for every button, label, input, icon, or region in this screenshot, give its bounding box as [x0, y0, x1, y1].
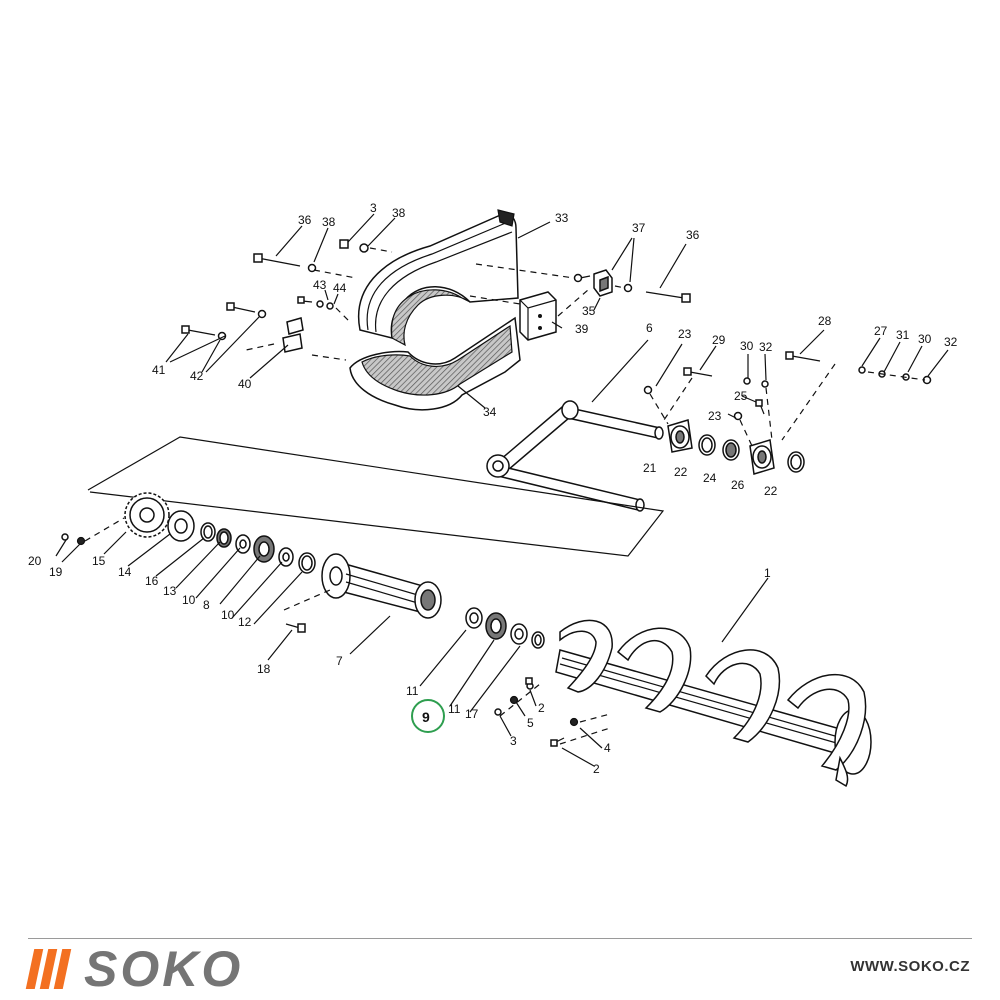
label-31: 31 — [896, 328, 910, 342]
label-38: 38 — [392, 206, 406, 220]
label-10: 10 — [221, 608, 235, 622]
chain-guard-assembly — [165, 209, 691, 411]
ring-24 — [722, 439, 740, 461]
ring-13 — [216, 528, 232, 548]
label-9: 9 — [422, 709, 430, 725]
label-24: 24 — [703, 471, 717, 485]
label-32: 32 — [944, 335, 958, 349]
brand-name: SOKO — [84, 941, 244, 997]
label-30: 30 — [918, 332, 932, 346]
label-29: 29 — [712, 333, 726, 347]
label-18: 18 — [257, 662, 271, 676]
label-16: 16 — [145, 574, 159, 588]
label-2: 2 — [593, 762, 600, 776]
label-39: 39 — [575, 322, 589, 336]
support-frame-assembly — [486, 329, 949, 512]
frame-fasteners — [643, 351, 932, 421]
label-15: 15 — [92, 554, 106, 568]
label-35: 35 — [582, 304, 596, 318]
bearing-ring-22a — [698, 434, 716, 456]
label-17: 17 — [465, 707, 479, 721]
ring-11a — [465, 607, 483, 629]
label-28: 28 — [818, 314, 832, 328]
label-19: 19 — [49, 565, 63, 579]
small-plate — [282, 317, 304, 353]
label-34: 34 — [483, 405, 497, 419]
label-21: 21 — [643, 461, 657, 475]
label-30: 30 — [740, 339, 754, 353]
label-23: 23 — [678, 327, 692, 341]
label-32: 32 — [759, 340, 773, 354]
part-labels: 36 38 3 38 33 37 36 35 39 43 44 41 42 40… — [28, 201, 958, 776]
rubber-block — [519, 291, 557, 341]
bearing-8 — [253, 535, 275, 563]
label-36: 36 — [298, 213, 312, 227]
label-22: 22 — [764, 484, 778, 498]
lower-guard-inner-hatch — [361, 324, 513, 396]
label-8: 8 — [203, 598, 210, 612]
sprocket-15 — [124, 492, 170, 538]
flange-bearing-26 — [749, 439, 775, 475]
bearing-ring-22b — [787, 451, 805, 473]
tube-7 — [321, 553, 442, 619]
label-20: 20 — [28, 554, 42, 568]
label-5: 5 — [527, 716, 534, 730]
ring-17 — [531, 631, 545, 649]
label-1: 1 — [764, 566, 771, 580]
label-11: 11 — [406, 684, 419, 698]
label-14: 14 — [118, 565, 132, 579]
washer-10b — [278, 547, 294, 567]
label-22: 22 — [674, 465, 688, 479]
label-26: 26 — [731, 478, 745, 492]
footer-divider — [28, 938, 972, 939]
brand-logo: SOKO — [25, 941, 244, 997]
label-44: 44 — [333, 281, 347, 295]
highlight-circle — [411, 699, 445, 733]
website-link[interactable]: WWW.SOKO.CZ — [850, 958, 970, 975]
label-36: 36 — [686, 228, 700, 242]
label-43: 43 — [313, 278, 327, 292]
label-27: 27 — [874, 324, 888, 338]
upper-guard-inner-hatch — [390, 289, 471, 347]
label-38: 38 — [322, 215, 336, 229]
label-12: 12 — [238, 615, 252, 629]
label-2: 2 — [538, 701, 545, 715]
label-11: 11 — [448, 702, 461, 716]
auger-screw — [465, 607, 872, 788]
label-3: 3 — [370, 201, 377, 215]
guard-clamp — [593, 269, 613, 297]
ring-12 — [298, 552, 316, 574]
bearing-9 — [485, 612, 507, 640]
ring-11b — [510, 623, 528, 645]
label-23: 23 — [708, 409, 722, 423]
assembly-boundary — [87, 436, 665, 557]
label-7: 7 — [336, 654, 343, 668]
hub-14 — [167, 510, 195, 542]
label-10: 10 — [182, 593, 196, 607]
ring-16 — [200, 522, 216, 542]
shaft-assembly — [61, 492, 442, 633]
label-4: 4 — [604, 741, 611, 755]
label-37: 37 — [632, 221, 646, 235]
label-3: 3 — [510, 734, 517, 748]
label-42: 42 — [190, 369, 204, 383]
guard-fasteners — [181, 239, 691, 341]
flange-bearing-21 — [667, 419, 693, 453]
label-6: 6 — [646, 321, 653, 335]
label-33: 33 — [555, 211, 569, 225]
label-40: 40 — [238, 377, 252, 391]
label-25: 25 — [734, 389, 748, 403]
label-41: 41 — [152, 363, 166, 377]
u-frame — [486, 400, 664, 512]
bolt-18 — [285, 623, 306, 633]
label-13: 13 — [163, 584, 177, 598]
logo-stripe — [53, 949, 72, 989]
